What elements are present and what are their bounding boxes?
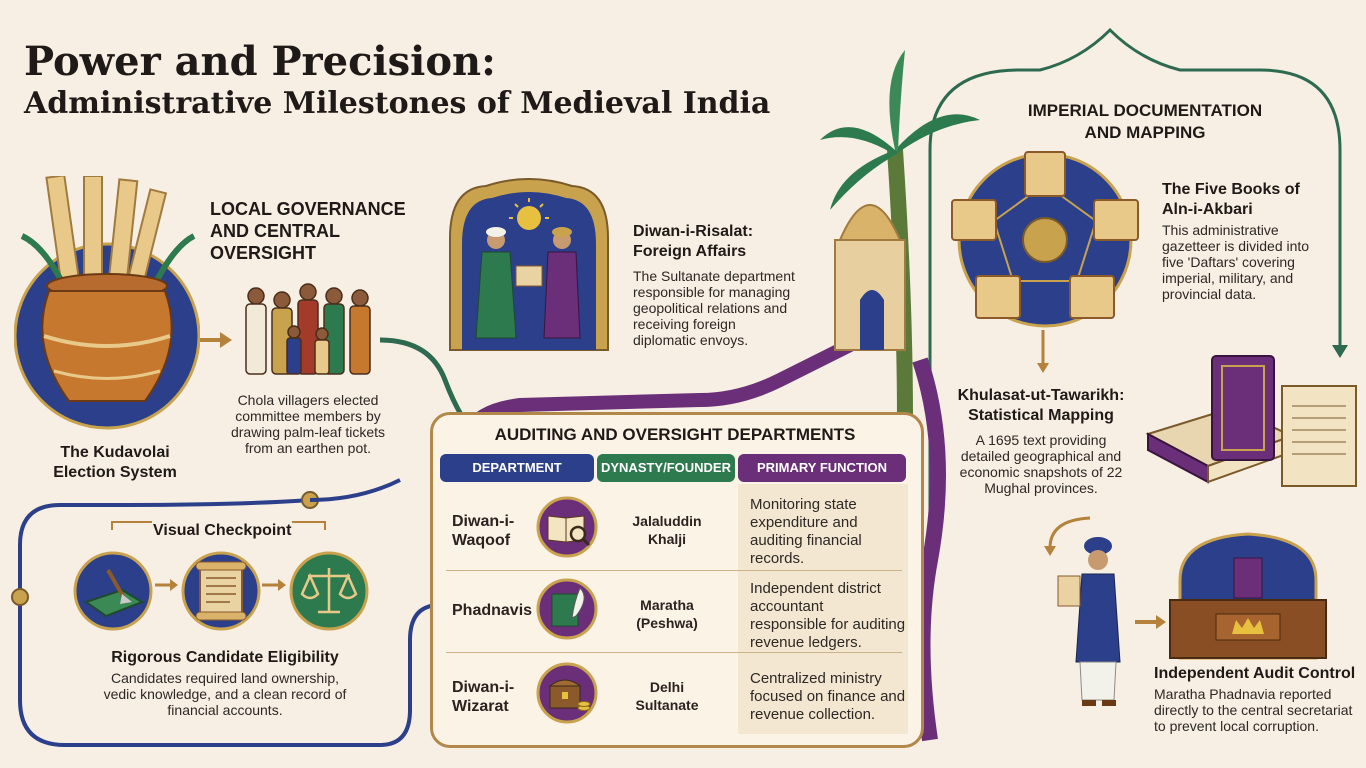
audit-control-title: Independent Audit Control (1154, 665, 1356, 682)
page-subtitle: Administrative Milestones of Medieval In… (24, 86, 771, 121)
navy-connector-line (18, 498, 441, 747)
quill-book-icon (536, 578, 598, 640)
local-governance-heading: LOCAL GOVERNANCE AND CENTRAL OVERSIGHT (210, 199, 406, 263)
five-books-pentagon-icon (951, 151, 1139, 328)
table-row-dynasty: Maratha(Peshwa) (636, 597, 698, 631)
scales-of-justice-icon (289, 551, 369, 631)
visual-checkpoint-label: Visual Checkpoint (153, 522, 292, 539)
audit-desk-illustration (1169, 532, 1327, 660)
diplomatic-envoys-illustration (449, 178, 609, 351)
column-header-department: DEPARTMENT (440, 454, 594, 482)
arch-connector-line (928, 27, 1342, 560)
treasure-chest-icon (536, 662, 598, 724)
kudavolai-caption: The Kudavolai Election System (53, 444, 177, 481)
table-row-department: Phadnavis (452, 602, 533, 619)
chola-description: Chola villagers elected committee member… (230, 392, 386, 456)
auditing-heading: AUDITING AND OVERSIGHT DEPARTMENTS (494, 425, 856, 444)
candidate-eligibility-text: Candidates required land ownership, vedi… (103, 670, 347, 718)
risalat-title: Diwan-i-Risalat: Foreign Affairs (633, 223, 754, 260)
function-column-bg (738, 484, 908, 734)
scroll-icon (181, 551, 261, 631)
risalat-description: The Sultanate department responsible for… (633, 268, 795, 348)
purple-band (463, 323, 884, 434)
column-header-function: PRIMARY FUNCTION (738, 454, 906, 482)
five-books-description: This administrative gazetteer is divided… (1162, 222, 1310, 302)
kudavolai-pot-icon (14, 176, 200, 430)
table-row-department: Diwan-i-Wizarat (452, 679, 515, 715)
imperial-heading: IMPERIAL DOCUMENTATION AND MAPPING (1027, 101, 1263, 142)
land-plough-icon (73, 551, 153, 631)
arrow-down-icon (1332, 345, 1348, 358)
column-header-dynasty: DYNASTY/FOUNDER (597, 454, 735, 482)
khulasat-title: Khulasat-ut-Tawarikh: Statistical Mappin… (957, 387, 1125, 424)
khulasat-description: A 1695 text providing detailed geographi… (959, 432, 1123, 496)
chola-villagers-icon (245, 283, 371, 375)
stacked-books-icon (1145, 355, 1357, 487)
phadnavis-official-illustration (1057, 537, 1121, 706)
row-divider (446, 570, 902, 571)
ledger-magnifier-icon (536, 496, 598, 558)
page-title: Power and Precision: (24, 38, 496, 85)
audit-control-description: Maratha Phadnavia reported directly to t… (1154, 686, 1353, 734)
candidate-eligibility-title: Rigorous Candidate Eligibility (111, 649, 339, 666)
five-books-title: The Five Books of Aln-i-Akbari (1162, 181, 1300, 218)
table-row-department: Diwan-i-Waqoof (452, 513, 515, 549)
row-divider (446, 652, 902, 653)
